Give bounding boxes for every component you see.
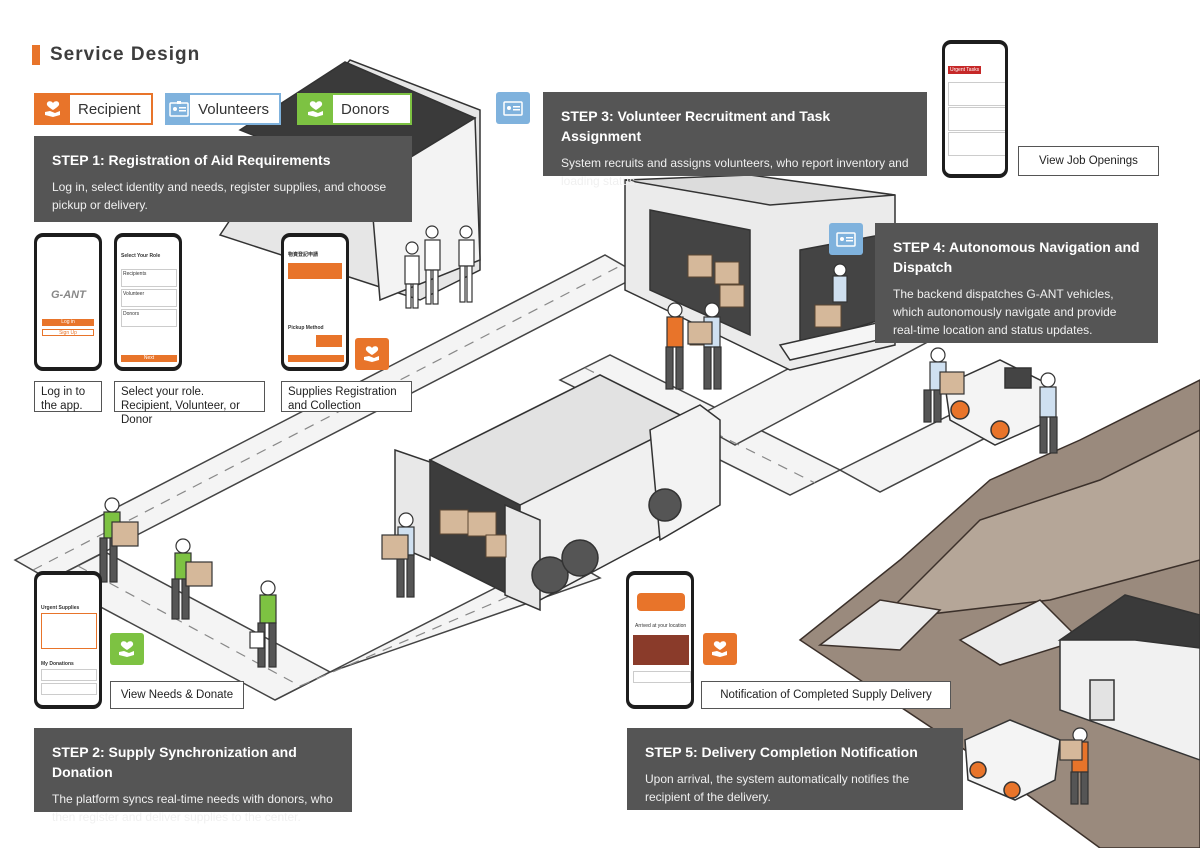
phone-notify-screen: Arrived at your location — [629, 575, 691, 705]
next-button[interactable]: Next — [121, 355, 177, 362]
step-1-text: Log in, select identity and needs, regis… — [52, 180, 387, 212]
arrived-text: Arrived at your location — [635, 623, 687, 629]
phone-login-screen: G-ANT Log in Sign Up — [37, 237, 99, 367]
signup-button[interactable]: Sign Up — [42, 329, 94, 336]
phone-supplies: 物資登記申請 Pickup Method — [281, 233, 349, 371]
role-option-donors[interactable]: Donors — [121, 309, 177, 327]
autonomous-vehicle-bottom — [964, 719, 1061, 801]
phone-donate-screen: Urgent Supplies My Donations — [37, 575, 99, 705]
caption-login: Log in to the app. — [34, 381, 102, 412]
step-3-panel: STEP 3: Volunteer Recruitment and Task A… — [543, 92, 927, 188]
role-option-volunteer[interactable]: Volunteer — [121, 289, 177, 307]
id-card-icon — [167, 95, 191, 123]
step-5-title: STEP 5: Delivery Completion Notification — [645, 744, 918, 760]
job-card[interactable] — [948, 82, 1005, 106]
step-2-panel: STEP 2: Supply Synchronization and Donat… — [34, 728, 352, 824]
role-donors: Donors — [297, 93, 412, 125]
donation-row[interactable] — [41, 683, 97, 695]
hand-heart-icon — [355, 338, 389, 370]
role-volunteers: Volunteers — [165, 93, 281, 125]
caption-notify: Notification of Completed Supply Deliver… — [701, 681, 951, 709]
step-4-text: The backend dispatches G-ANT vehicles, w… — [893, 287, 1117, 337]
phone-login: G-ANT Log in Sign Up — [34, 233, 102, 371]
mountain — [798, 379, 1200, 848]
section-title: Service Design — [32, 44, 200, 66]
house-right — [1057, 594, 1200, 761]
phone-donate: Urgent Supplies My Donations — [34, 571, 102, 709]
delivery-row — [633, 671, 691, 683]
boxes-truck — [439, 509, 507, 558]
phone-jobs-screen: Urgent Tasks — [945, 44, 1005, 174]
step-2-text: The platform syncs real-time needs with … — [52, 792, 333, 824]
caption-supplies: Supplies Registration and Collection — [281, 381, 412, 412]
hand-heart-icon — [299, 95, 333, 123]
pickup-method-label: Pickup Method — [288, 325, 324, 331]
role-donors-label: Donors — [341, 100, 390, 118]
role-recipient: Recipient — [34, 93, 153, 125]
id-card-icon — [496, 92, 530, 124]
phone-supplies-screen: 物資登記申請 Pickup Method — [284, 237, 346, 367]
step-4-title: STEP 4: Autonomous Navigation and Dispat… — [893, 239, 1140, 275]
step-5-text: Upon arrival, the system automatically n… — [645, 772, 910, 804]
role-volunteers-label: Volunteers — [198, 100, 269, 118]
title-accent-bar — [32, 45, 40, 65]
vehicle-image — [637, 593, 685, 611]
role-recipient-label: Recipient — [78, 100, 141, 118]
step-4-panel: STEP 4: Autonomous Navigation and Dispat… — [875, 223, 1158, 343]
supplies-banner — [288, 263, 342, 279]
hand-heart-icon — [110, 633, 144, 665]
hand-heart-icon — [36, 95, 70, 123]
job-card[interactable] — [948, 107, 1005, 131]
id-card-icon — [829, 223, 863, 255]
caption-jobs: View Job Openings — [1018, 146, 1159, 176]
caption-role: Select your role. Recipient, Volunteer, … — [114, 381, 265, 426]
role-option-recipients[interactable]: Recipients — [121, 269, 177, 287]
submit-button[interactable] — [288, 355, 344, 362]
login-button[interactable]: Log in — [42, 319, 94, 326]
phone-jobs: Urgent Tasks — [942, 40, 1008, 178]
my-donations-label: My Donations — [41, 661, 74, 667]
brand-logo: G-ANT — [51, 289, 86, 301]
supplies-screen-title: 物資登記申請 — [288, 252, 319, 258]
delivery-option[interactable] — [316, 335, 342, 347]
people — [99, 225, 1089, 805]
role-screen-title: Select Your Role — [121, 253, 161, 259]
urgent-card[interactable] — [41, 613, 97, 649]
step-2-title: STEP 2: Supply Synchronization and Donat… — [52, 744, 297, 780]
job-card[interactable] — [948, 132, 1005, 156]
phone-notify: Arrived at your location — [626, 571, 694, 709]
donation-row[interactable] — [41, 669, 97, 681]
phone-role: Select Your Role Recipients Volunteer Do… — [114, 233, 182, 371]
warehouse — [624, 174, 902, 371]
step-1-panel: STEP 1: Registration of Aid Requirements… — [34, 136, 412, 222]
step-1-title: STEP 1: Registration of Aid Requirements — [52, 152, 331, 168]
location-photo — [633, 635, 689, 665]
step-3-title: STEP 3: Volunteer Recruitment and Task A… — [561, 108, 831, 144]
hand-heart-icon — [703, 633, 737, 665]
caption-donate: View Needs & Donate — [110, 681, 244, 709]
title-text: Service Design — [50, 44, 201, 65]
step-5-panel: STEP 5: Delivery Completion Notification… — [627, 728, 963, 810]
phone-role-screen: Select Your Role Recipients Volunteer Do… — [117, 237, 179, 367]
step-3-text: System recruits and assigns volunteers, … — [561, 156, 909, 188]
urgent-supplies-label: Urgent Supplies — [41, 605, 80, 611]
urgent-tasks-tag: Urgent Tasks — [948, 66, 982, 74]
